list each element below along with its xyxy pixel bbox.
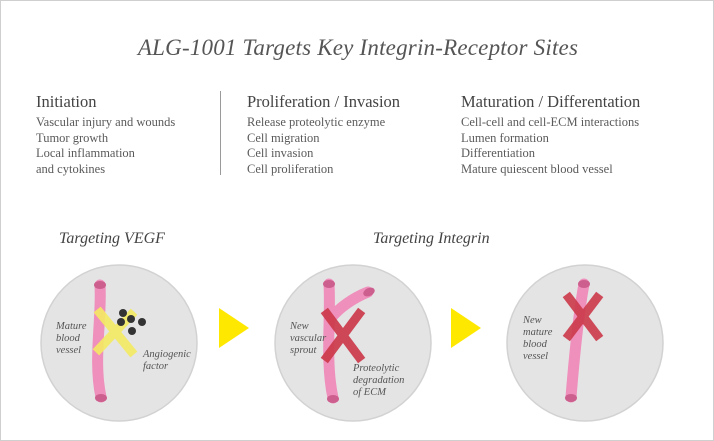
new-vessel-label: New mature blood vessel <box>523 315 553 362</box>
panel-vascular-sprout: New vascular sprout Proteolytic degradat… <box>273 263 433 423</box>
stage-heading: Initiation <box>36 92 97 111</box>
red-x-mark <box>320 307 366 364</box>
panel-1-illustration <box>40 264 198 422</box>
targeting-vegf-label: Targeting VEGF <box>59 230 165 247</box>
stage-item: Release proteolytic enzyme <box>247 115 386 129</box>
stage-item: Tumor growth <box>36 130 109 145</box>
stage-item: Cell migration <box>247 130 320 145</box>
blood-vessel <box>565 278 590 403</box>
stage-item: Mature quiescent blood vessel <box>461 161 613 176</box>
stage-item: Cell-cell and cell-ECM interactions <box>461 115 640 129</box>
vessel-label: Mature blood vessel <box>56 321 87 356</box>
stage-item: Cell invasion <box>247 146 314 160</box>
vessel-end <box>578 280 590 288</box>
ecm-degradation-label: Proteolytic degradation of ECM <box>353 363 405 398</box>
stage-item: Cell proliferation <box>247 161 334 176</box>
yellow-x-mark <box>92 306 138 358</box>
panel-mature-vessel: Mature blood vessel Angiogenic factor <box>39 263 199 423</box>
stage-heading: Proliferation / Invasion <box>247 92 401 111</box>
red-x-mark <box>562 291 604 342</box>
stage-item: Vascular injury and wounds <box>36 115 176 129</box>
stage-heading: Maturation / Differentation <box>461 92 641 111</box>
stage-arrow-icon <box>219 308 249 348</box>
stage-item: Differentiation <box>461 146 536 160</box>
sprout-label: New vascular sprout <box>290 321 327 356</box>
vessel-end <box>95 394 107 402</box>
stage-item: Lumen formation <box>461 130 549 145</box>
stage-maturation: Maturation / Differentation Cell-cell an… <box>461 92 640 177</box>
stage-item: Local inflammation <box>36 146 135 160</box>
vessel-end <box>327 395 339 403</box>
diagram-title: ALG-1001 Targets Key Integrin-Receptor S… <box>137 35 579 60</box>
angiogenic-factor-label: Angiogenic factor <box>143 349 191 372</box>
panel-2-illustration <box>274 264 432 422</box>
targeting-integrin-label: Targeting Integrin <box>373 230 490 247</box>
stage-proliferation: Proliferation / Invasion Release proteol… <box>247 92 400 177</box>
vessel-end <box>323 280 335 288</box>
blood-vessel <box>92 279 107 403</box>
sprout-end <box>363 287 375 297</box>
stage-initiation: Initiation Vascular injury and wounds Tu… <box>36 92 175 177</box>
vessel-end <box>565 394 577 402</box>
panel-3-illustration <box>506 264 664 422</box>
stage-item: and cytokines <box>36 161 106 176</box>
angiogenic-factor-dots <box>117 309 146 335</box>
vessel-end <box>94 281 106 289</box>
panel-circle <box>506 264 664 422</box>
blood-vessel <box>323 278 339 404</box>
panel-new-mature-vessel: New mature blood vessel <box>505 263 665 423</box>
stage-arrow-icon <box>451 308 481 348</box>
column-divider <box>220 91 221 175</box>
